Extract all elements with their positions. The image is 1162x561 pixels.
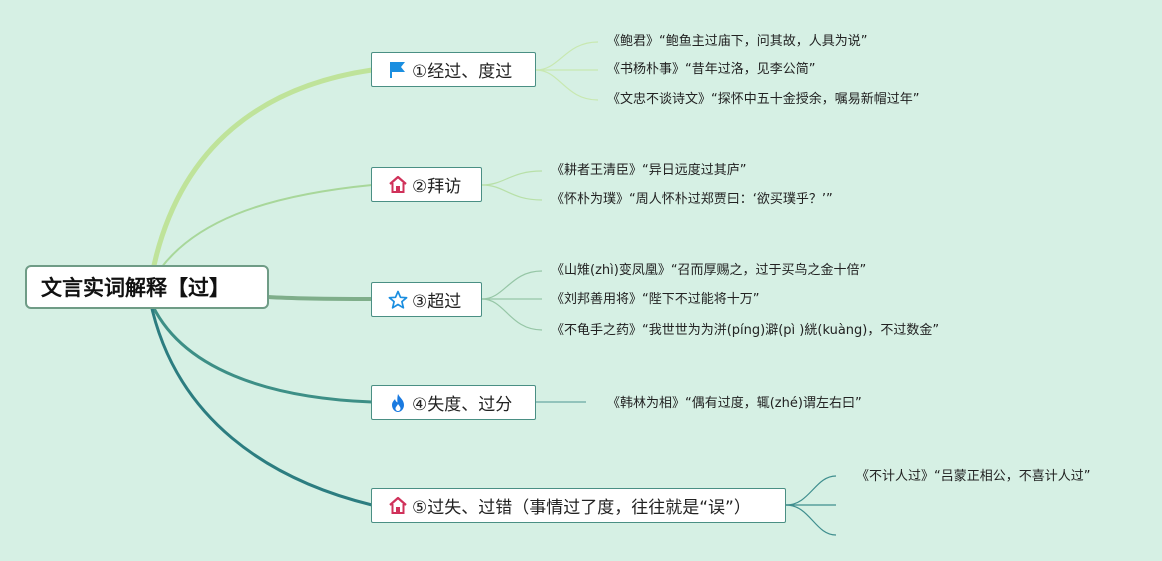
house-icon (388, 496, 408, 516)
branch-label-1: ①经过、度过 (412, 62, 513, 82)
connector-branch-3 (266, 295, 374, 301)
branch-label-3: ③超过 (412, 292, 462, 312)
leaf-3-3: 《不龟手之药》“我世世为为洴(píng)澼(pì )絖(kuàng)，不过数金” (551, 323, 940, 338)
branch-node-2[interactable]: ②拜访 (371, 167, 482, 202)
leaf-connector (481, 184, 543, 201)
root-title: 文言实词解释【过】 (41, 276, 230, 300)
leaf-connector (481, 170, 543, 186)
connector-branch-5 (148, 298, 374, 507)
flame-icon (388, 393, 408, 413)
star-icon (388, 290, 408, 310)
leaf-connector (785, 475, 837, 506)
branch-node-3[interactable]: ③超过 (371, 282, 482, 317)
root-node[interactable]: 文言实词解释【过】 (25, 265, 269, 309)
leaf-2-2: 《怀朴为璞》“周人怀朴过郑贾曰：‘欲买璞乎？’” (551, 192, 833, 207)
branch-label-4: ④失度、过分 (412, 395, 513, 415)
leaf-2-1: 《耕者王清臣》“异日远度过其庐” (551, 163, 747, 178)
branch-node-1[interactable]: ①经过、度过 (371, 52, 536, 87)
leaf-1-2: 《书杨朴事》“昔年过洛，见李公简” (607, 62, 816, 77)
leaf-connector (785, 504, 837, 536)
connector-branch-2 (149, 184, 373, 286)
branch-label-5: ⑤过失、过错（事情过了度，往往就是“误”） (412, 498, 751, 518)
branch-node-4[interactable]: ④失度、过分 (371, 385, 536, 420)
leaf-5-1: 《不计人过》“吕蒙正相公，不喜计人过” (856, 469, 1091, 484)
leaf-1-1: 《鲍君》“鲍鱼主过庙下，问其故，人具为说” (607, 34, 868, 49)
connector-branch-4 (148, 298, 374, 404)
leaf-4-1: 《韩林为相》“偶有过度，辄(zhé)谓左右曰” (607, 396, 862, 411)
connector-branch-1 (147, 67, 375, 288)
branch-label-2: ②拜访 (412, 177, 462, 197)
leaf-connector (535, 41, 599, 71)
flag-icon (388, 60, 408, 80)
leaf-1-3: 《文忠不谈诗文》“探怀中五十金授余，嘱易新帽过年” (607, 92, 920, 107)
leaf-connector (481, 270, 543, 300)
leaf-3-2: 《刘邦善用将》“陛下不过能将十万” (551, 292, 760, 307)
leaf-connector (481, 298, 543, 331)
house-icon (388, 175, 408, 195)
branch-node-5[interactable]: ⑤过失、过错（事情过了度，往往就是“误”） (371, 488, 786, 523)
leaf-connector (535, 69, 599, 101)
leaf-3-1: 《山雉(zhì)变凤凰》“召而厚赐之，过于买鸟之金十倍” (551, 263, 867, 278)
